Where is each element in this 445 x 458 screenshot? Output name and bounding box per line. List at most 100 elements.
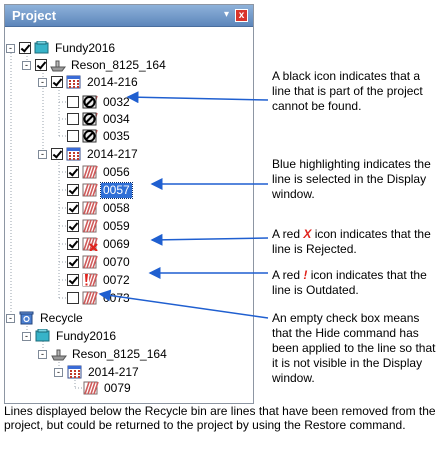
tree-label: 0032	[103, 94, 130, 109]
annotation-rejected-post: icon indicates that the line is Rejected…	[272, 227, 431, 256]
tree-label: Reson_8125_164	[71, 57, 166, 72]
tree-row-l0058[interactable]: 0058	[67, 199, 132, 217]
line-icon	[83, 381, 99, 395]
arrow-missing	[126, 91, 269, 104]
tree-label: 0070	[103, 254, 130, 269]
visibility-checkbox[interactable]	[67, 238, 79, 250]
tree-row-l0035[interactable]: 0035	[67, 127, 132, 145]
line-outdated-icon	[82, 273, 98, 287]
tree-row-l0056[interactable]: 0056	[67, 163, 132, 181]
expander-icon[interactable]: -	[38, 149, 47, 159]
visibility-checkbox[interactable]	[67, 130, 79, 142]
tree-row-r0079[interactable]: 0079	[83, 379, 133, 397]
tree-row-day217[interactable]: - 2014-217	[38, 145, 140, 163]
annotation-selected: Blue highlighting indicates the line is …	[272, 157, 431, 201]
day-icon	[66, 147, 81, 161]
tree-label: 0069	[103, 236, 130, 251]
annotation-rejected-pre: A red	[272, 227, 304, 241]
expander-icon[interactable]: -	[6, 313, 15, 323]
tree-row-l0072[interactable]: 0072	[67, 271, 132, 289]
tree-row-l0032[interactable]: 0032	[67, 93, 132, 111]
panel-titlebar: Project ▾ x	[5, 5, 253, 27]
line-icon	[82, 183, 98, 197]
project-icon	[35, 329, 50, 342]
tree-row-rday217[interactable]: - 2014-217	[54, 363, 141, 381]
tree-row-day216[interactable]: - 2014-216	[38, 73, 140, 91]
tree-label: Recycle	[40, 310, 83, 325]
expander-icon[interactable]: -	[6, 43, 15, 53]
expander-icon[interactable]: -	[38, 349, 47, 359]
visibility-checkbox[interactable]	[51, 148, 63, 160]
tree-row-l0069[interactable]: 0069	[67, 235, 132, 253]
close-icon[interactable]: x	[235, 9, 248, 22]
tree-row-reson[interactable]: - Reson_8125_164	[22, 56, 168, 74]
footer-note: Lines displayed below the Recycle bin ar…	[4, 404, 436, 432]
tree-label: 2014-217	[87, 146, 138, 161]
visibility-checkbox[interactable]	[67, 292, 79, 304]
tree-label: Reson_8125_164	[72, 346, 167, 361]
project-panel: Project ▾ x -Fundy2016-Reson_8125_164-20…	[4, 4, 254, 404]
arrow-hidden	[98, 289, 269, 319]
vessel-icon	[50, 60, 66, 72]
expander-icon[interactable]: -	[22, 331, 31, 341]
line-icon	[82, 219, 98, 233]
tree-label: 0079	[104, 380, 131, 395]
pin-dropdown-icon[interactable]: ▾	[223, 9, 229, 20]
line-icon	[82, 291, 98, 305]
annotation-missing: A black icon indicates that a line that …	[272, 69, 423, 113]
visibility-checkbox[interactable]	[67, 96, 79, 108]
tree-label: 0057	[100, 181, 133, 199]
tree-label: 0072	[103, 272, 130, 287]
day-icon	[66, 75, 81, 89]
annotation-outdated-pre: A red	[272, 268, 304, 282]
tree-row-l0057[interactable]: 0057	[67, 181, 133, 199]
tree-label: 0059	[103, 218, 130, 233]
visibility-checkbox[interactable]	[19, 42, 31, 54]
line-missing-icon	[82, 129, 98, 143]
line-icon	[82, 255, 98, 269]
visibility-checkbox[interactable]	[67, 184, 79, 196]
line-rejected-icon	[82, 237, 98, 251]
line-icon	[82, 201, 98, 215]
visibility-checkbox[interactable]	[67, 202, 79, 214]
project-icon	[34, 41, 49, 54]
tree-row-l0034[interactable]: 0034	[67, 110, 132, 128]
line-missing-icon	[82, 112, 98, 126]
tree-label: Fundy2016	[55, 40, 116, 55]
tree-label: 0034	[103, 111, 130, 126]
day-icon	[67, 365, 82, 379]
visibility-checkbox[interactable]	[51, 76, 63, 88]
visibility-checkbox[interactable]	[67, 220, 79, 232]
outdated-exclamation-mark: !	[303, 268, 308, 282]
annotation-outdated: A red ! icon indicates that the line is …	[272, 268, 442, 298]
tree-label: 2014-216	[87, 74, 138, 89]
panel-title: Project	[12, 8, 57, 23]
expander-icon[interactable]: -	[54, 367, 63, 377]
expander-icon[interactable]: -	[38, 77, 47, 87]
arrow-rejected	[150, 233, 269, 246]
tree-label: 0035	[103, 128, 130, 143]
tree-row-l0059[interactable]: 0059	[67, 217, 132, 235]
tree-label: Fundy2016	[56, 328, 117, 343]
expander-icon[interactable]: -	[22, 60, 31, 70]
tree-row-recycle[interactable]: - Recycle	[6, 309, 85, 327]
visibility-checkbox[interactable]	[67, 274, 79, 286]
visibility-checkbox[interactable]	[67, 113, 79, 125]
annotation-rejected: A red X icon indicates that the line is …	[272, 227, 442, 257]
tree-row-rreson[interactable]: - Reson_8125_164	[38, 345, 169, 363]
tree-label: 2014-217	[88, 364, 139, 379]
annotation-hidden: An empty check box means that the Hide c…	[272, 311, 436, 385]
vessel-icon	[51, 349, 67, 361]
visibility-checkbox[interactable]	[67, 166, 79, 178]
tree-label: 0058	[103, 200, 130, 215]
tree-row-l0070[interactable]: 0070	[67, 253, 132, 271]
line-icon	[82, 165, 98, 179]
visibility-checkbox[interactable]	[35, 59, 47, 71]
visibility-checkbox[interactable]	[67, 256, 79, 268]
tree-row-rfundy[interactable]: - Fundy2016	[22, 327, 118, 345]
line-missing-icon	[82, 95, 98, 109]
annotation-outdated-post: icon indicates that the line is Outdated…	[272, 268, 427, 297]
rejected-x-mark: X	[303, 227, 312, 241]
tree-row-fundy2016[interactable]: - Fundy2016	[6, 39, 117, 57]
